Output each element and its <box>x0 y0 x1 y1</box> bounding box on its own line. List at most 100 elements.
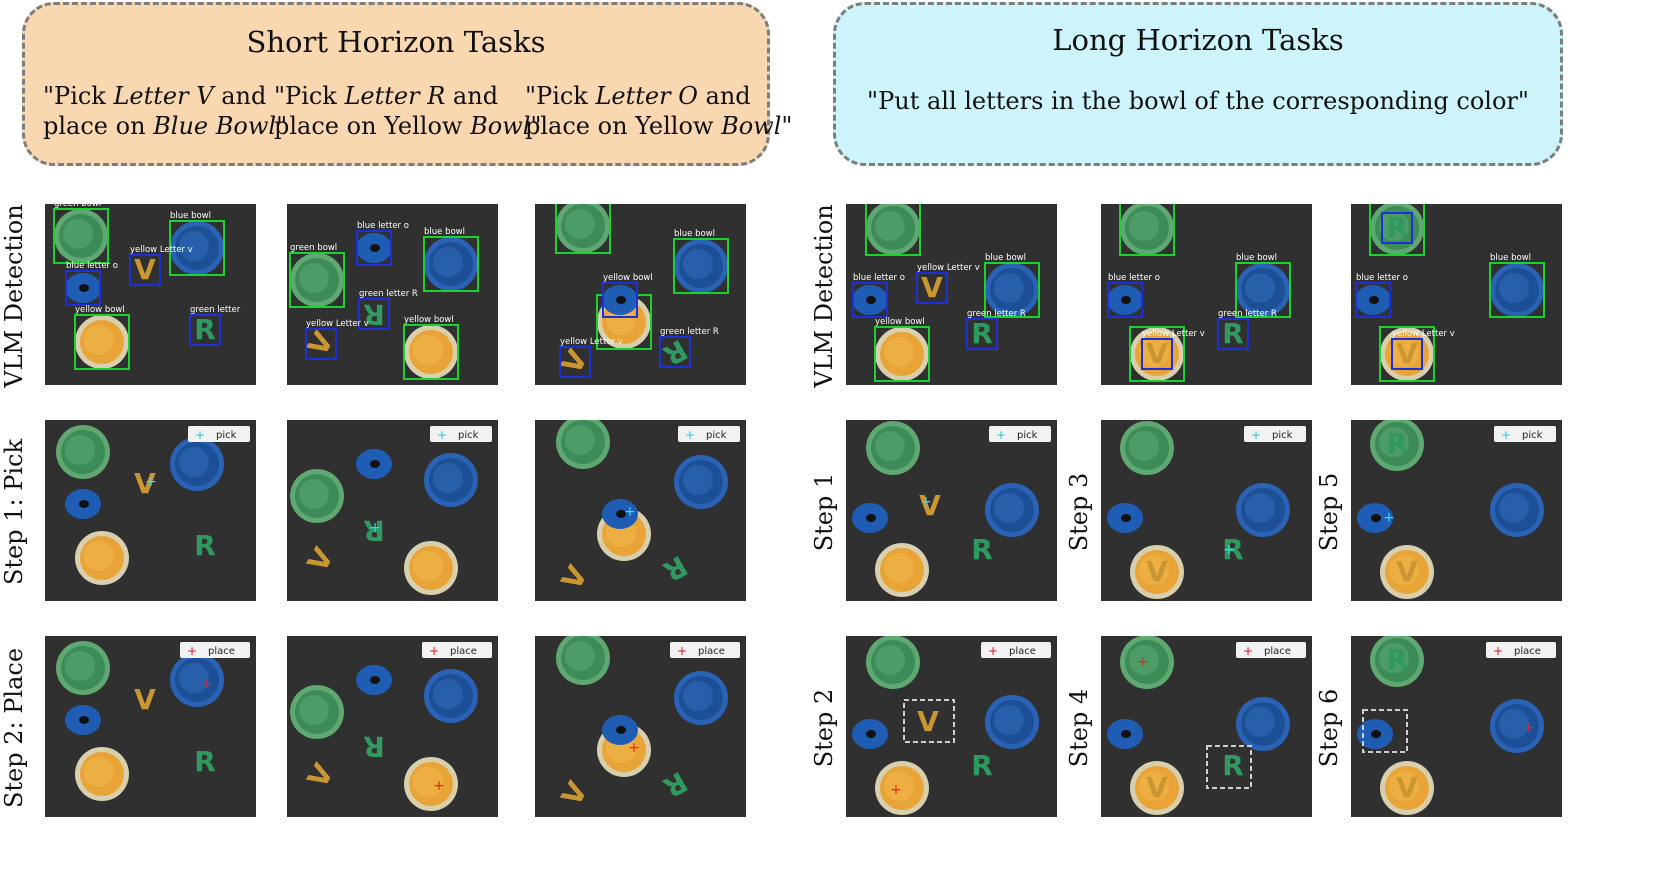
instruction-2: "Pick Letter R and place on Yellow Bowl" <box>274 82 542 140</box>
detection-label: blue letter o <box>1356 273 1408 283</box>
detection-box <box>673 238 729 294</box>
green-bowl <box>556 204 610 253</box>
green-letter-r: R <box>971 533 993 566</box>
green-letter-r: R <box>971 749 993 782</box>
detection-box <box>1379 326 1435 382</box>
green-letter-r: R <box>363 730 385 763</box>
green-letter-r: R <box>1222 749 1244 782</box>
blue-bowl <box>674 671 728 725</box>
blue-letter-o <box>356 665 392 695</box>
blue-bowl <box>985 483 1039 537</box>
green-bowl <box>866 204 920 255</box>
detection-label: blue letter o <box>1108 273 1160 283</box>
blue-bowl <box>170 653 224 707</box>
detection-label: green letter <box>190 305 241 315</box>
yellow-bowl <box>75 747 129 801</box>
blue-bowl <box>1236 263 1290 317</box>
svg-text:V: V <box>921 271 943 304</box>
pick-point-marker: + <box>920 494 932 510</box>
green-letter-r: R <box>194 313 216 346</box>
yellow-bowl <box>1130 545 1184 599</box>
svg-text:R: R <box>971 533 993 566</box>
detection-box <box>659 336 691 368</box>
green-bowl <box>290 685 344 739</box>
pick-point-marker: + <box>624 504 636 520</box>
yellow-bowl <box>1380 545 1434 599</box>
svg-text:R: R <box>1386 643 1408 676</box>
green-bowl <box>1120 421 1174 475</box>
yellow-bowl <box>404 325 458 379</box>
detection-label: green letter R <box>660 327 719 337</box>
blue-bowl <box>170 221 224 275</box>
detection-box <box>874 326 930 382</box>
svg-text:V: V <box>1396 771 1418 804</box>
pick-marker-icon: + <box>1251 428 1261 442</box>
blue-bowl <box>985 695 1039 749</box>
pick-legend-label: pick <box>1017 430 1038 441</box>
pick-legend: + pick <box>430 426 492 442</box>
place-point-marker: + <box>1137 654 1149 670</box>
detection-box <box>129 254 161 286</box>
detection-label: green bowl <box>290 243 337 253</box>
place-point-marker: + <box>1523 720 1535 736</box>
place-legend: +place <box>1486 642 1556 658</box>
place-legend-label: place <box>450 646 477 657</box>
yellow-bowl <box>875 327 929 381</box>
detection-box <box>403 324 459 380</box>
place-legend-label: place <box>1264 646 1291 657</box>
placed-object-highlight <box>1362 709 1408 753</box>
green-bowl <box>1120 636 1174 689</box>
place-marker-icon: + <box>187 644 197 658</box>
yellow-letter-v: V <box>1396 555 1418 588</box>
green-bowl <box>556 636 610 685</box>
blue-letter-o <box>65 705 101 735</box>
place-point-marker: + <box>201 676 213 692</box>
green-letter-r: R <box>363 514 385 547</box>
place-point-marker: + <box>433 778 445 794</box>
row-label-step-4: Step 4 <box>1065 688 1093 768</box>
pick-marker-icon: + <box>437 428 447 442</box>
detection-label: yellow Letter v <box>130 245 193 255</box>
detection-box <box>423 236 479 292</box>
row-label-step-6: Step 6 <box>1315 688 1343 768</box>
svg-text:V: V <box>1396 337 1418 370</box>
yellow-bowl <box>404 541 458 595</box>
place-legend-label: place <box>208 646 235 657</box>
svg-text:R: R <box>363 514 385 547</box>
place-legend: + place <box>422 642 492 658</box>
blue-letter-o <box>852 719 888 749</box>
placed-object-highlight <box>903 699 955 743</box>
detection-box <box>1369 204 1425 256</box>
svg-text:R: R <box>363 298 385 331</box>
svg-text:R: R <box>1222 749 1244 782</box>
blue-letter-o <box>602 285 638 315</box>
pick-legend: +pick <box>1494 426 1556 442</box>
place-marker-icon: + <box>1243 644 1253 658</box>
detection-box <box>916 272 948 304</box>
short-horizon-panel: Short Horizon Tasks "Pick Letter V and p… <box>22 2 792 166</box>
detection-label: blue letter o <box>66 261 118 271</box>
blue-bowl <box>674 239 728 293</box>
detection-label: green letter R <box>359 289 418 299</box>
blue-bowl <box>424 669 478 723</box>
green-letter-r: R <box>363 298 385 331</box>
detection-box <box>559 346 591 378</box>
green-letter-r: R <box>1222 533 1244 566</box>
blue-letter-o <box>602 499 638 529</box>
detection-label: green letter R <box>967 309 1026 319</box>
pick-legend-label: pick <box>458 430 479 441</box>
yellow-bowl <box>1380 761 1434 815</box>
blue-letter-o <box>852 503 888 533</box>
blue-bowl <box>424 237 478 291</box>
svg-text:R: R <box>194 745 216 778</box>
long-instruction: "Put all letters in the bowl of the corr… <box>867 87 1529 115</box>
place-legend-label: place <box>1514 646 1541 657</box>
green-bowl <box>54 209 108 263</box>
place-marker-icon: + <box>429 644 439 658</box>
detection-box <box>305 328 337 360</box>
